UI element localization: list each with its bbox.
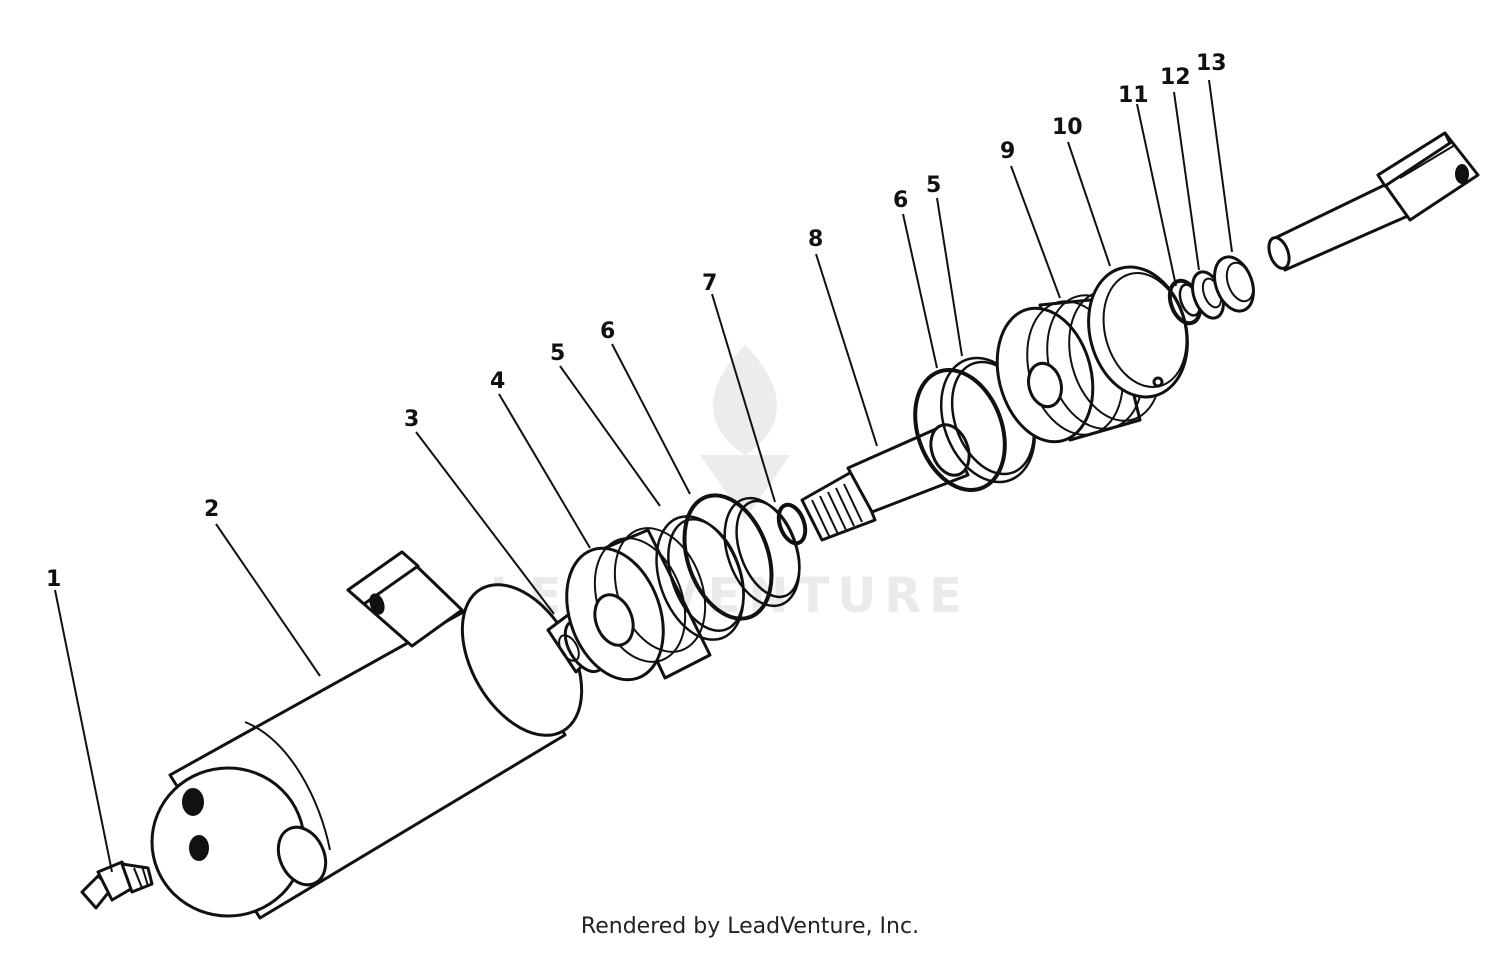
part-rod-clevis [1267,131,1480,272]
callout-2: 2 [204,497,219,522]
part-piston-rod [800,423,971,542]
part-gland [565,527,712,682]
callout-5-right: 5 [926,173,941,198]
leader-lines [54,79,1233,873]
callout-6-right: 6 [893,188,908,213]
part-grease-fitting [80,860,154,910]
callout-6-left: 6 [600,319,615,344]
callout-7: 7 [702,271,717,296]
callout-12: 12 [1160,65,1191,90]
part-retaining-ring [1087,265,1189,399]
render-credit: Rendered by LeadVenture, Inc. [580,914,920,939]
callout-10: 10 [1052,115,1083,140]
part-small-o-ring [776,502,808,546]
callout-5-left: 5 [550,341,565,366]
callout-3: 3 [404,407,419,432]
callout-9: 9 [1000,139,1015,164]
part-seal-left [723,496,801,608]
callout-1: 1 [46,567,61,592]
part-o-ring-left [682,493,774,621]
part-cylinder-body [150,550,584,920]
part-rod-seal [1213,255,1255,313]
callout-13: 13 [1196,51,1227,76]
callout-4: 4 [490,369,505,394]
callout-labels: 1 2 3 4 5 6 7 8 6 5 9 10 11 12 13 [46,51,1227,592]
callout-8: 8 [808,227,823,252]
callout-11: 11 [1118,83,1149,108]
part-o-ring-right [913,367,1007,493]
